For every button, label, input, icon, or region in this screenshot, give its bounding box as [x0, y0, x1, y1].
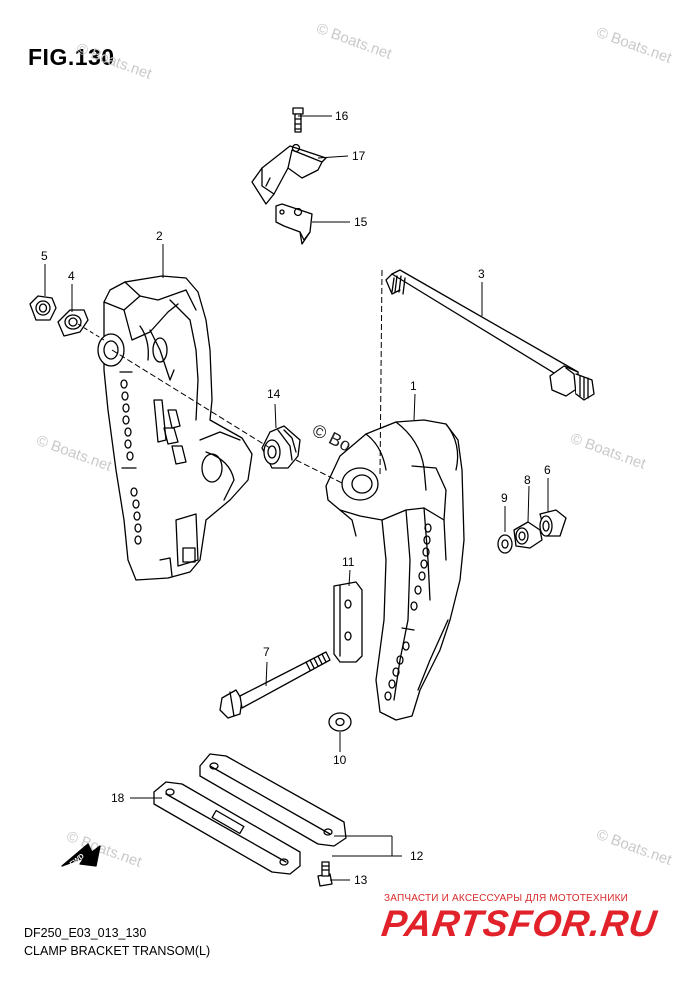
cover-17 [251, 143, 327, 205]
bushing-14 [261, 425, 301, 469]
washer-9 [497, 534, 513, 554]
clamp-bracket-2 [97, 275, 253, 581]
callout-14: 14 [267, 387, 281, 401]
washer-4 [57, 309, 89, 337]
screw-13 [317, 861, 333, 887]
callout-7: 7 [263, 645, 270, 659]
plate-15 [275, 203, 313, 245]
bolt-16 [292, 107, 304, 133]
washer-10 [328, 712, 352, 732]
diagram-name: CLAMP BRACKET TRANSOM(L) [24, 944, 211, 958]
nut-5 [29, 295, 57, 321]
leader-lines [44, 115, 549, 881]
fwd-arrow [61, 843, 101, 867]
plate-18 [153, 781, 301, 875]
callout-11: 11 [342, 555, 355, 569]
callout-5: 5 [41, 249, 48, 263]
bracket-2-holes [119, 371, 142, 545]
shaft-3 [385, 269, 595, 401]
callout-3: 3 [478, 267, 485, 281]
plate-11 [333, 581, 363, 663]
callout-12: 12 [410, 849, 424, 863]
callout-2: 2 [156, 229, 163, 243]
callout-15: 15 [354, 215, 368, 229]
callout-16: 16 [335, 109, 349, 123]
callout-1: 1 [410, 379, 417, 393]
diagram-code: DF250_E03_013_130 [24, 926, 147, 940]
clamp-bracket-1 [325, 419, 465, 721]
callout-labels: 16 17 15 2 5 4 3 14 1 6 8 9 11 7 10 18 1… [41, 109, 551, 887]
callout-18: 18 [111, 791, 125, 805]
bracket-1-holes [384, 523, 432, 701]
callout-9: 9 [501, 491, 508, 505]
collar-6 [539, 509, 567, 537]
callout-17: 17 [352, 149, 366, 163]
parts-tag-subtitle: ЗАПЧАСТИ И АКСЕССУАРЫ ДЛЯ МОТОТЕХНИКИ [384, 893, 629, 904]
plate-12 [199, 753, 347, 847]
callout-13: 13 [354, 873, 368, 887]
nut-8 [513, 521, 543, 549]
callout-4: 4 [68, 269, 75, 283]
bolt-7 [219, 651, 331, 719]
callout-10: 10 [333, 753, 347, 767]
callout-6: 6 [544, 463, 551, 477]
callout-8: 8 [524, 473, 531, 487]
figure-title: FIG.130 [28, 44, 115, 70]
parts-tag-brand: PARTSFOR.RU [379, 903, 660, 944]
